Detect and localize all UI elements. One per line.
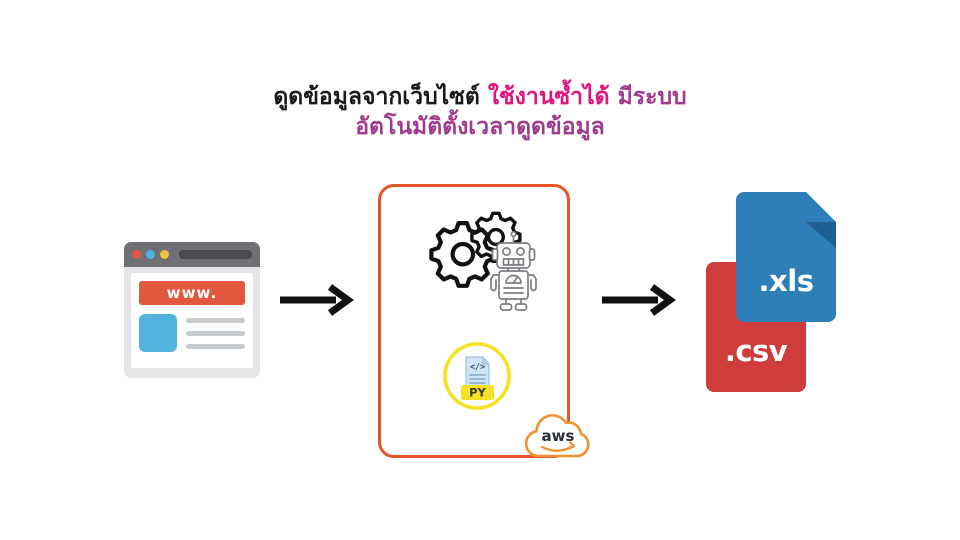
aws-wordmark: aws (542, 427, 575, 445)
arrow-source-to-process (278, 283, 358, 317)
www-banner: www. (139, 281, 245, 305)
browser-window: www. (124, 242, 260, 378)
address-bar (179, 250, 252, 259)
text-line (186, 331, 245, 336)
xls-file-icon: .xls (736, 192, 836, 322)
text-line (186, 318, 245, 323)
csv-file-label: .csv (724, 334, 788, 368)
browser-titlebar (124, 242, 260, 267)
window-close-dot-icon (132, 250, 141, 259)
headline-segment-pink: ใช้งานซ้ำได้ (487, 84, 610, 110)
content-thumbnail (139, 314, 177, 352)
output-files: .csv .xls (706, 192, 836, 392)
content-row (139, 314, 245, 352)
headline-segment-purple: มีระบบ (617, 84, 687, 110)
py-tag (461, 385, 494, 400)
python-script-badge: </> PY (442, 341, 512, 411)
browser-content: www. (131, 273, 253, 368)
text-line (186, 344, 245, 349)
page-fold-shadow (806, 222, 836, 248)
headline-line-2: อัตโนมัติตั้งเวลาดูดข้อมูล (0, 112, 960, 142)
content-text-lines (186, 314, 245, 352)
page-title: ดูดข้อมูลจากเว็บไซต์ ใช้งานซ้ำได้ มีระบบ… (0, 82, 960, 143)
headline-line-1: ดูดข้อมูลจากเว็บไซต์ ใช้งานซ้ำได้ มีระบบ (0, 82, 960, 112)
page-fold-icon (806, 192, 836, 222)
arrow-process-to-output (600, 283, 680, 317)
gear-large-icon (429, 221, 497, 288)
robot-icon (490, 230, 537, 311)
headline-segment-purple-2: อัตโนมัติตั้งเวลาดูดข้อมูล (355, 114, 605, 141)
automation-panel: </> PY aws (378, 184, 590, 458)
aws-cloud-logo: aws (520, 409, 596, 461)
flow-diagram: www. (0, 170, 960, 470)
xls-file-label: .xls (758, 264, 814, 298)
window-maximize-dot-icon (160, 250, 169, 259)
py-tag-label: PY (469, 386, 486, 400)
headline-segment-black: ดูดข้อมูลจากเว็บไซต์ (273, 84, 480, 110)
code-glyph-icon: </> (470, 363, 485, 373)
window-minimize-dot-icon (146, 250, 155, 259)
gears-robot-group (427, 209, 537, 311)
